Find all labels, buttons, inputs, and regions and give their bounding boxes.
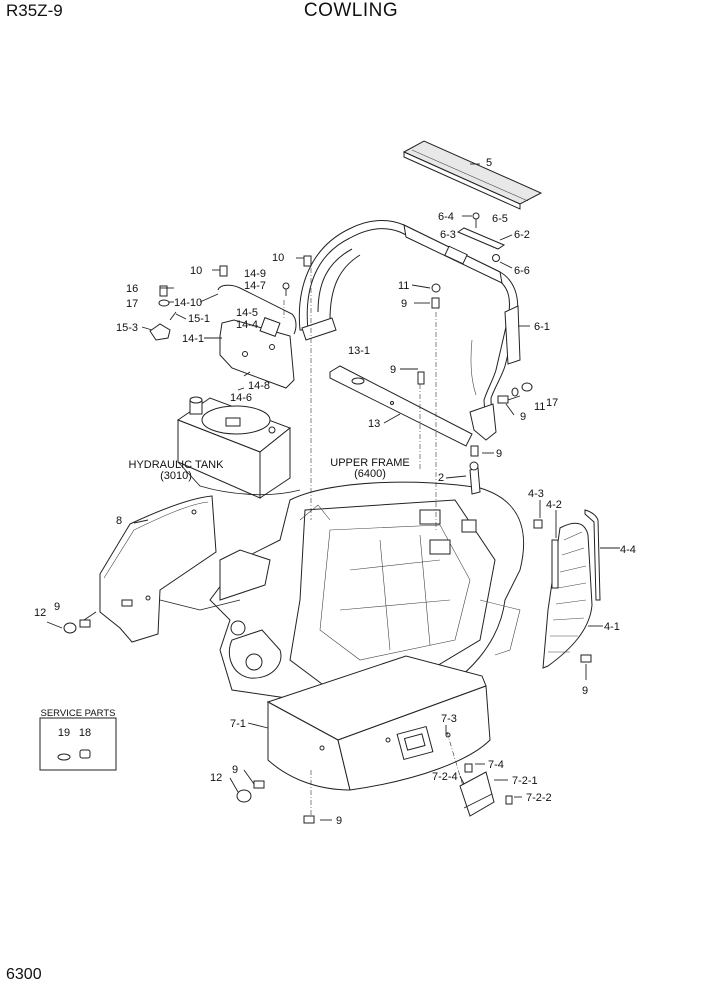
guard-hardware <box>431 212 533 404</box>
callout-14-9: 14-9 <box>244 268 266 280</box>
service-parts-box <box>39 717 117 771</box>
callout-6-3: 6-3 <box>440 229 456 241</box>
callout-15-1: 15-1 <box>188 313 210 325</box>
bracket-plate <box>149 255 312 389</box>
callout-6-4: 6-4 <box>438 211 454 223</box>
left-side-cover <box>63 495 241 643</box>
callout-9-left: 9 <box>54 601 60 613</box>
hydraulic-tank-label: HYDRAULIC TANK <box>129 459 225 471</box>
callout-9-bottom-left: 9 <box>232 764 238 776</box>
callout-9-bottom: 9 <box>336 815 342 827</box>
callout-6-6: 6-6 <box>514 265 530 277</box>
page-title: COWLING <box>303 0 399 21</box>
callout-10-right: 10 <box>272 252 284 264</box>
callout-9-top: 9 <box>401 298 407 310</box>
callout-12-bottom: 12 <box>210 772 222 784</box>
callout-10-left: 10 <box>190 265 202 277</box>
callout-4-1: 4-1 <box>604 621 620 633</box>
callout-14-4: 14-4 <box>236 319 258 331</box>
callout-16: 16 <box>126 283 138 295</box>
service-part-19: 19 <box>58 727 70 739</box>
page-number: 6300 <box>6 966 42 983</box>
callout-14-6: 14-6 <box>230 392 252 404</box>
callout-9-plate: 9 <box>390 364 396 376</box>
roof-cover-strip <box>402 140 543 210</box>
callout-4-4: 4-4 <box>620 544 636 556</box>
callout-7-2-1: 7-2-1 <box>512 775 538 787</box>
service-part-18: 18 <box>79 727 91 739</box>
leader-lines <box>46 163 620 821</box>
hydraulic-tank <box>176 396 301 499</box>
callout-11-top: 11 <box>398 280 409 292</box>
callout-7-2-4: 7-2-4 <box>432 771 458 783</box>
callout-14-5: 14-5 <box>236 307 258 319</box>
callout-4-3: 4-3 <box>528 488 544 500</box>
callout-12-left: 12 <box>34 607 46 619</box>
guard-frame <box>298 220 521 441</box>
right-side-cover <box>533 509 601 669</box>
callout-14-10: 14-10 <box>174 297 202 309</box>
hydraulic-tank-ref: (3010) <box>160 470 192 482</box>
callout-5: 5 <box>486 157 492 169</box>
long-plate <box>329 365 473 470</box>
callout-9-right: 9 <box>582 685 588 697</box>
service-parts-title: SERVICE PARTS <box>41 708 116 719</box>
callout-17-left: 17 <box>126 298 138 310</box>
assembly-labels: HYDRAULIC TANK (3010) UPPER FRAME (6400) <box>129 457 410 482</box>
callout-14-7: 14-7 <box>244 280 266 292</box>
callout-9-frame: 9 <box>496 448 502 460</box>
upper-frame-ref: (6400) <box>354 468 386 480</box>
callout-7-1: 7-1 <box>230 718 246 730</box>
pin-bolt <box>469 445 481 495</box>
service-parts-labels: SERVICE PARTS 19 18 <box>41 708 116 739</box>
upper-frame-label: UPPER FRAME <box>330 457 409 469</box>
callout-labels: 5 6-4 6-5 6-3 6-2 10 6-6 10 14-9 14-7 16… <box>34 157 636 827</box>
callout-7-4: 7-4 <box>488 759 504 771</box>
callout-6-2: 6-2 <box>514 229 530 241</box>
callout-7-3: 7-3 <box>441 713 457 725</box>
callout-13: 13 <box>368 418 380 430</box>
callout-17-right: 17 <box>546 397 558 409</box>
callout-9-guard: 9 <box>520 411 526 423</box>
callout-14-1: 14-1 <box>182 333 204 345</box>
small-door-plate <box>459 763 513 817</box>
rear-cover <box>236 655 491 824</box>
callout-7-2-2: 7-2-2 <box>526 792 552 804</box>
callout-2: 2 <box>438 472 444 484</box>
callout-14-8: 14-8 <box>248 380 270 392</box>
callout-6-5: 6-5 <box>492 213 508 225</box>
model-code: R35Z-9 <box>6 1 63 20</box>
callout-8: 8 <box>116 515 122 527</box>
callout-11-right: 11 <box>534 401 545 413</box>
callout-4-2: 4-2 <box>546 499 562 511</box>
callout-15-3: 15-3 <box>116 322 138 334</box>
upper-frame <box>209 268 525 721</box>
callout-13-1: 13-1 <box>348 345 370 357</box>
callout-6-1: 6-1 <box>534 321 550 333</box>
